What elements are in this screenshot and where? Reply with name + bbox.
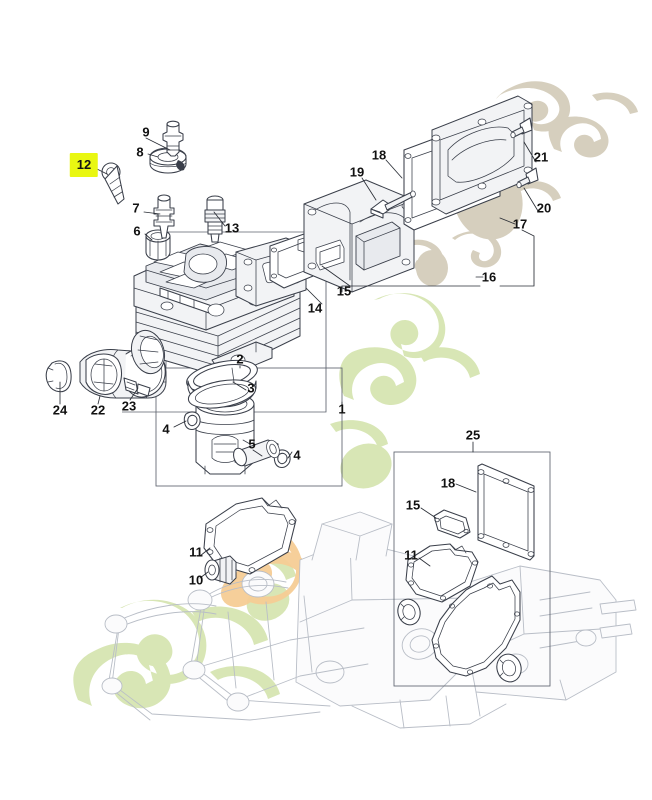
callout-circlip[interactable]: 4 xyxy=(293,447,301,463)
callout-intake-manifold[interactable]: 22 xyxy=(90,402,106,418)
part-16-muffler-body xyxy=(297,179,415,293)
callout-circlip[interactable]: 4 xyxy=(162,421,170,437)
callout-piston-kit-group[interactable]: 2 xyxy=(236,351,244,367)
callout-muffler-gasket[interactable]: 15 xyxy=(336,283,352,299)
part-21-muffler-screw xyxy=(510,117,533,139)
part-7-decompression-valve xyxy=(153,194,175,239)
callout-bearing-sleeve[interactable]: 10 xyxy=(188,572,204,588)
watermark-center-green xyxy=(330,293,480,489)
callout-gasket-set-base-gasket[interactable]: 11 xyxy=(404,547,418,563)
part-17-muffler-cover xyxy=(431,95,533,215)
callout-muffler-screw[interactable]: 21 xyxy=(533,149,549,165)
callout-muffler-screw-short[interactable]: 20 xyxy=(536,200,552,216)
part-19-muffler-screw-long xyxy=(370,190,416,219)
callout-cylinder-piston-group-bracket[interactable]: 1 xyxy=(338,401,346,417)
part-18-gasket-set-muffler-gasket xyxy=(477,463,535,561)
callout-spark-plug[interactable]: 13 xyxy=(224,220,240,236)
part-11-cylinder-base-gasket xyxy=(203,497,297,575)
callout-gasket-set-intake-gasket[interactable]: 15 xyxy=(405,497,421,513)
part-12-cylinder-bolt xyxy=(101,162,125,205)
part-4-circlip-left xyxy=(183,411,201,430)
gasket-set-crankcase-gasket xyxy=(431,575,521,677)
callout-intake-seal-ring[interactable]: 24 xyxy=(52,402,68,418)
part-6-valve-cap xyxy=(145,229,171,261)
ghost-crankcase-assembly xyxy=(101,511,637,729)
callout-cylinder-bolt[interactable]: 12 xyxy=(69,153,99,177)
callout-gasket-set-muffler-gasket[interactable]: 18 xyxy=(440,475,456,491)
watermark-bottom-left xyxy=(73,551,296,709)
callout-muffler-screw-long[interactable]: 19 xyxy=(349,164,365,180)
gasket-set-oil-seal-right xyxy=(496,653,522,683)
callout-muffler-heat-shield[interactable]: 14 xyxy=(307,300,323,316)
part-13-spark-plug xyxy=(204,195,226,243)
callout-cylinder-base-gasket[interactable]: 11 xyxy=(189,544,203,560)
callout-intake-clamp[interactable]: 23 xyxy=(121,398,137,414)
gasket-set-oil-seal-left xyxy=(397,598,421,626)
part-20-muffler-screw-short xyxy=(516,167,539,189)
leader-lines xyxy=(59,137,539,579)
callout-muffler-inner-gasket[interactable]: 18 xyxy=(371,147,387,163)
callout-wrist-pin[interactable]: 5 xyxy=(248,436,256,452)
callout-muffler-cover[interactable]: 17 xyxy=(512,216,528,232)
part-24-intake-seal-ring xyxy=(45,360,72,393)
part-15-gasket-set-intake-gasket xyxy=(433,509,471,539)
callout-spark-plug-stud[interactable]: 9 xyxy=(142,124,150,140)
callout-collar-nut[interactable]: 8 xyxy=(136,144,144,160)
part-8-collar-nut xyxy=(149,147,187,174)
callout-decompression-valve-cap[interactable]: 6 xyxy=(133,223,141,239)
group-box-gasket-set xyxy=(393,451,551,687)
callout-decompression-valve[interactable]: 7 xyxy=(132,200,140,216)
callout-gasket-set-group[interactable]: 25 xyxy=(465,427,481,443)
callout-muffler-assembly-bracket[interactable]: 16 xyxy=(481,269,497,285)
part-9-spark-plug-stud xyxy=(162,120,184,157)
part-10-bearing-sleeve xyxy=(204,555,237,585)
part-5-wrist-pin xyxy=(233,439,280,467)
part-11-gasket-set-base-gasket xyxy=(405,543,479,603)
callout-piston-ring[interactable]: 3 xyxy=(247,380,255,396)
